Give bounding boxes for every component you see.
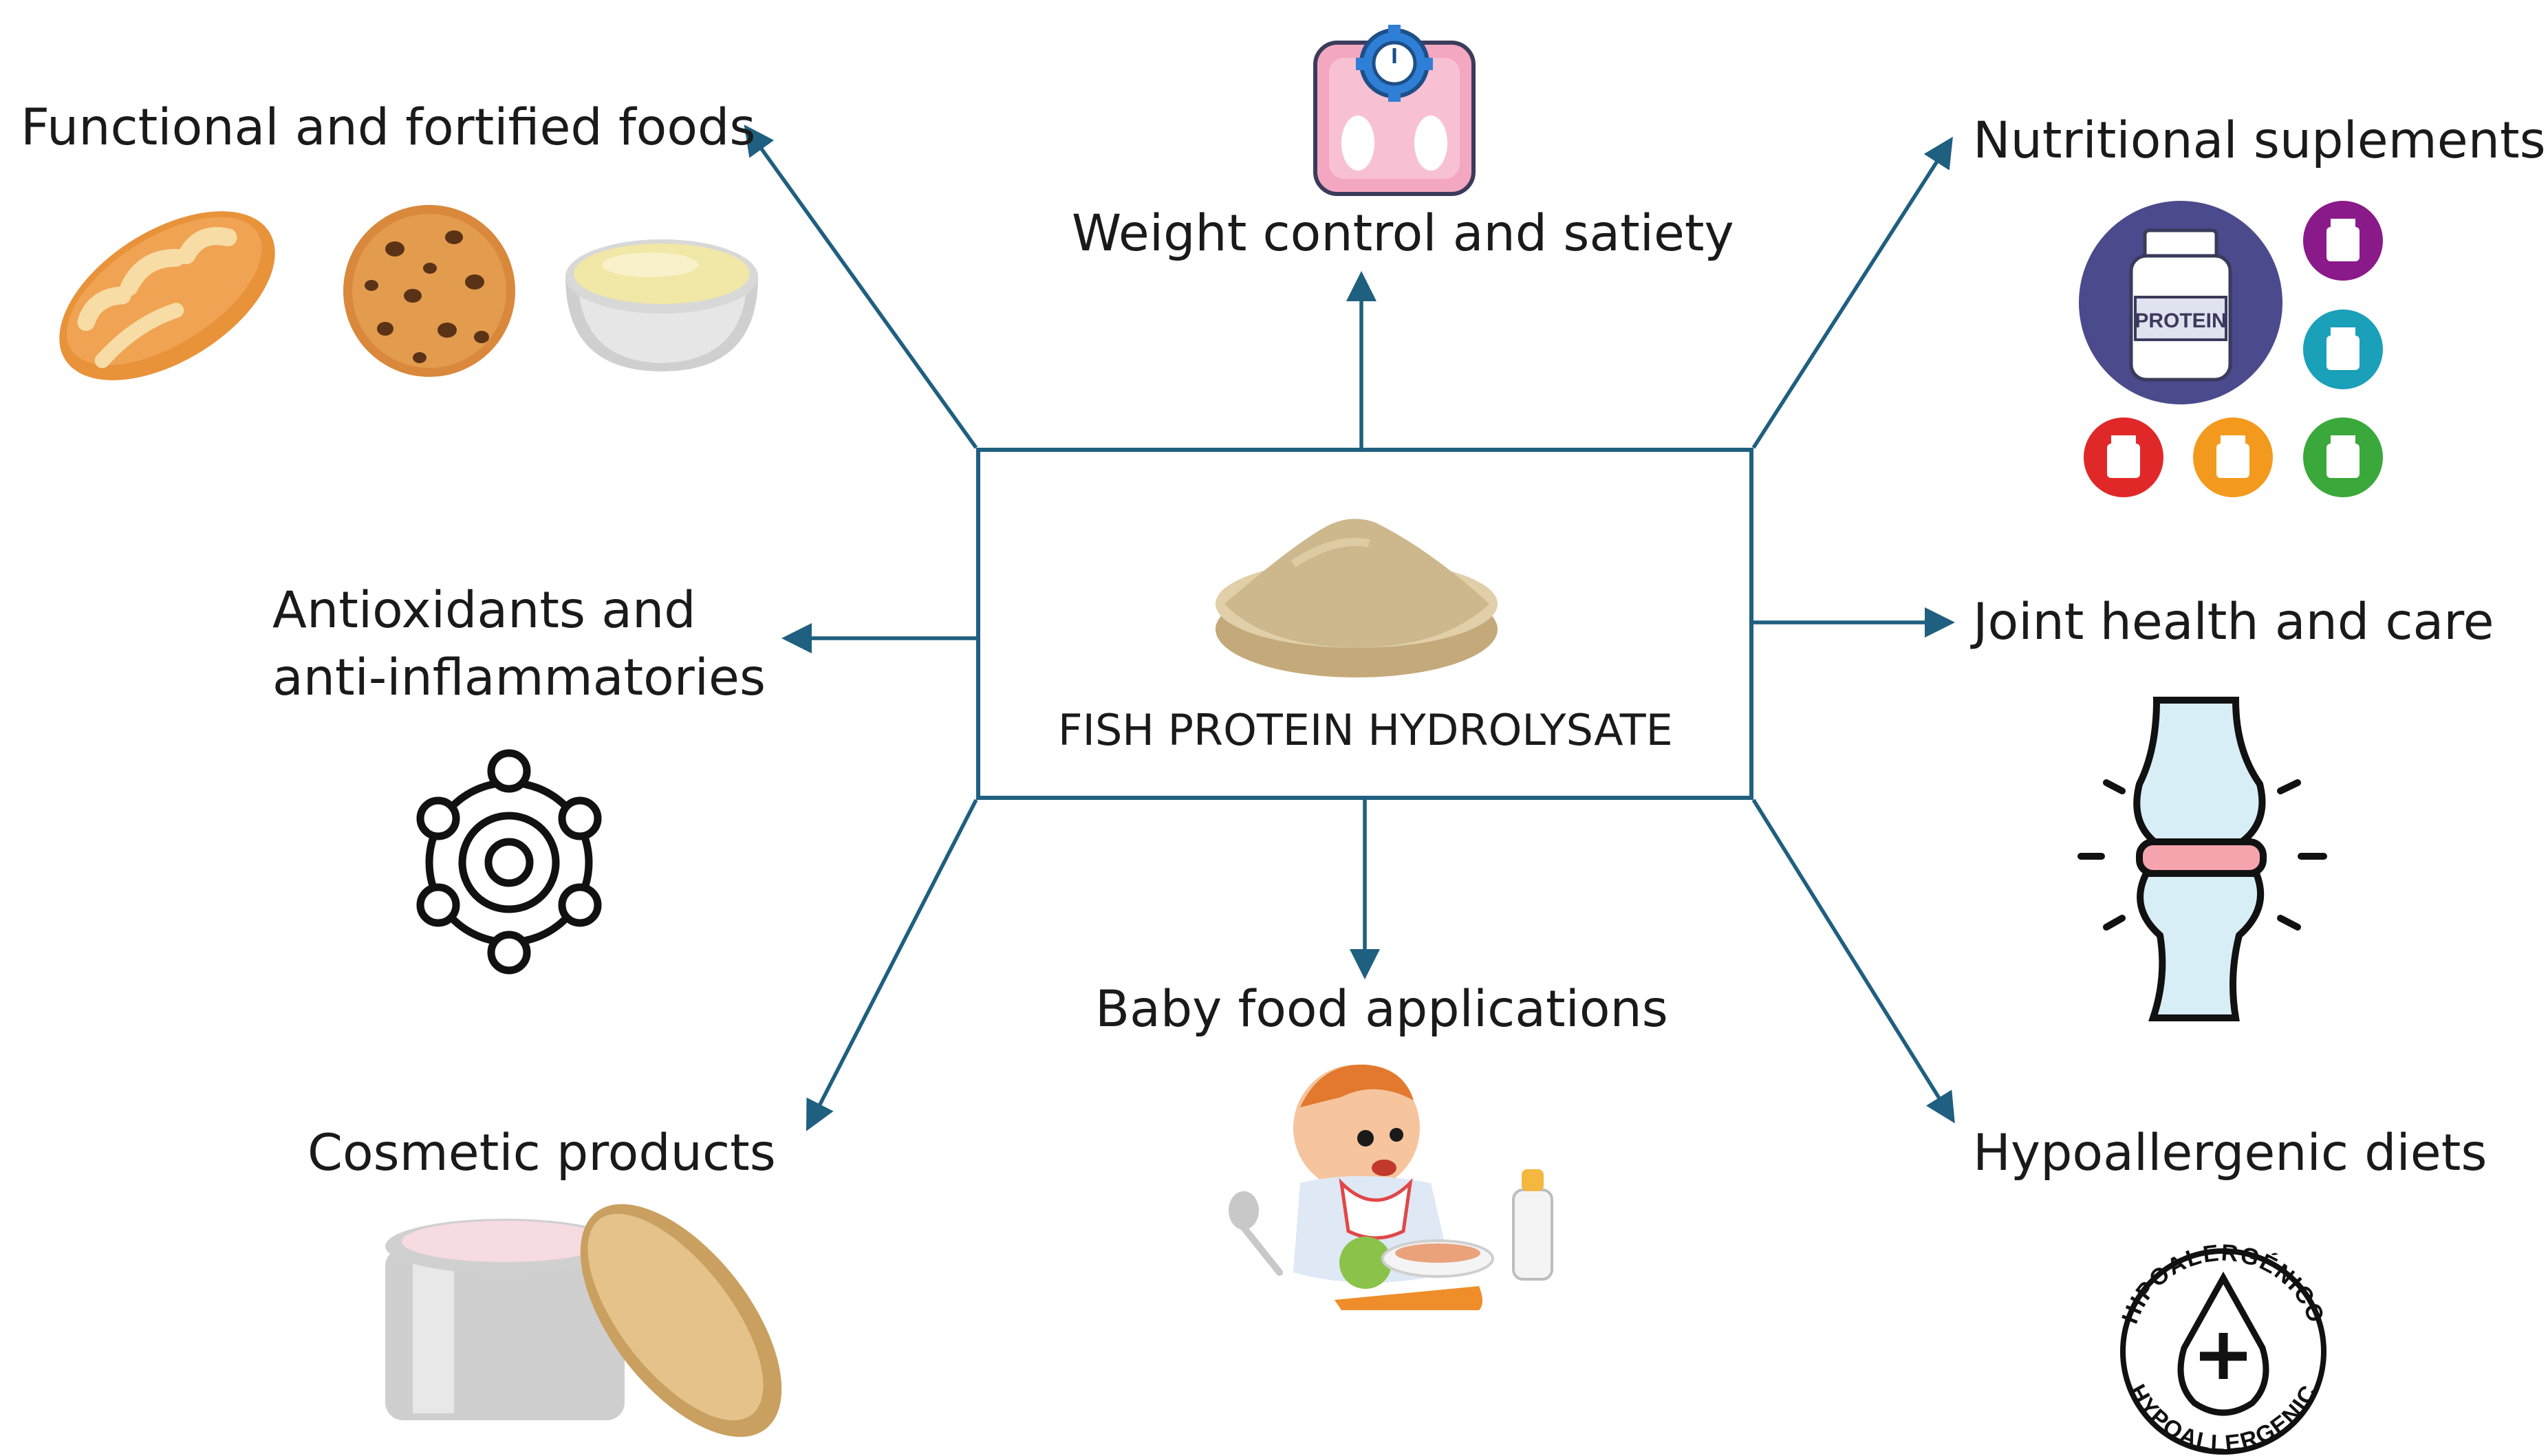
label-baby-food: Baby food applications xyxy=(1095,980,1668,1039)
label-functional-foods: Functional and fortified foods xyxy=(21,98,756,157)
molecule-icon xyxy=(416,749,602,975)
hypoallergenic-badge-icon xyxy=(2120,1248,2326,1455)
pill-bottle-green-icon xyxy=(2303,417,2383,497)
bread-icon xyxy=(59,211,275,380)
joint-icon xyxy=(2077,697,2327,1021)
label-cosmetic-products: Cosmetic products xyxy=(307,1124,776,1182)
label-antioxidants-line2: anti-inflammatories xyxy=(272,649,766,707)
arrow-functional-foods xyxy=(744,124,978,449)
baby-food-icon xyxy=(1229,1064,1553,1310)
pill-bottle-purple-icon xyxy=(2303,201,2383,281)
arrow-nutritional-supplements xyxy=(1751,136,1953,449)
arrow-hypoallergenic xyxy=(1751,798,1955,1124)
pill-bottle-teal-icon xyxy=(2303,309,2383,389)
pill-bottle-red-icon xyxy=(2084,417,2163,497)
pill-bottle-orange-icon xyxy=(2193,417,2273,497)
cookie-icon xyxy=(343,205,515,377)
label-hypoallergenic: Hypoallergenic diets xyxy=(1973,1124,2487,1182)
label-weight-control: Weight control and satiety xyxy=(1072,204,1734,263)
protein-powder-icon xyxy=(1216,519,1498,677)
label-joint-health: Joint health and care xyxy=(1973,593,2494,651)
bowl-icon xyxy=(565,239,758,371)
protein-supplement-icon xyxy=(2079,201,2282,404)
cosmetic-jar-icon xyxy=(385,1204,782,1437)
center-hub-box xyxy=(976,448,1753,800)
protein-bottle-label: PROTEIN xyxy=(2135,309,2226,332)
label-antioxidants-line1: Antioxidants and xyxy=(272,581,696,640)
arrow-cosmetic-products xyxy=(806,798,978,1131)
label-nutritional-supplements: Nutritional suplements xyxy=(1973,111,2546,170)
center-label: FISH PROTEIN HYDROLYSATE xyxy=(1058,705,1673,755)
weight-scale-icon xyxy=(1313,25,1476,196)
